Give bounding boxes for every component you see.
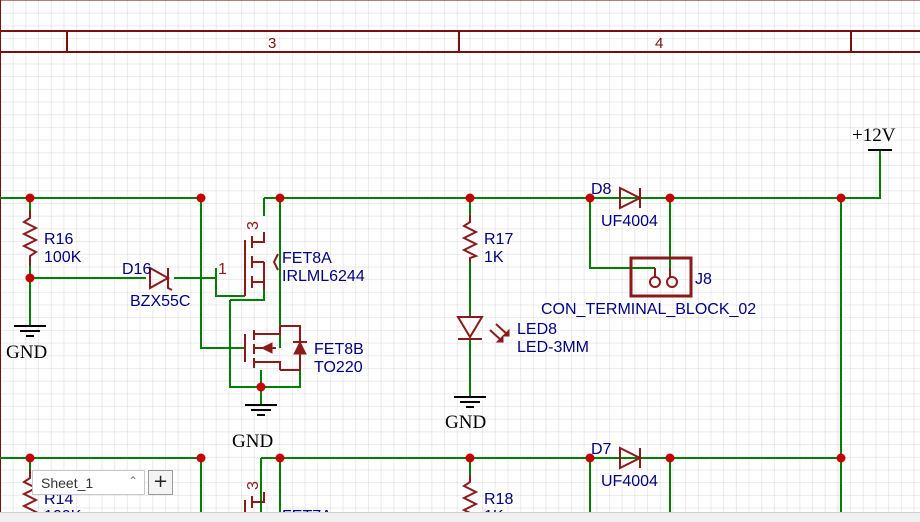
vcc-label: +12V — [852, 125, 896, 146]
r18-ref: R18 — [484, 491, 513, 508]
zone-label: 4 — [655, 35, 663, 52]
gnd-label: GND — [445, 412, 486, 433]
fet7a-pin-number: 3 — [245, 481, 262, 490]
r17-value: 1K — [484, 249, 504, 266]
wires — [0, 150, 881, 521]
led8-value: LED-3MM — [517, 339, 589, 356]
add-sheet-button[interactable]: + — [148, 470, 173, 495]
status-bar — [0, 512, 920, 522]
j8-ref: J8 — [695, 271, 712, 288]
fet8a-pin-number: 3 — [245, 221, 262, 230]
d8-value: UF4004 — [601, 213, 658, 230]
r16-value: 100K — [44, 249, 82, 266]
r16-ref: R16 — [44, 231, 73, 248]
junctions — [25, 193, 846, 463]
gnd-symbol — [245, 404, 277, 416]
gnd-label: GND — [6, 342, 47, 363]
diode-d7[interactable] — [619, 446, 643, 470]
d8-ref: D8 — [591, 181, 612, 198]
d7-ref: D7 — [591, 441, 612, 458]
d16-ref: D16 — [122, 261, 151, 278]
diode-d16[interactable] — [149, 266, 173, 291]
fet8b-ref: FET8B — [314, 341, 364, 358]
r17-ref: R17 — [484, 231, 513, 248]
diode-d8[interactable] — [619, 186, 643, 210]
r14-ref: R14 — [44, 491, 73, 508]
chevron-up-icon[interactable]: ⌃ — [127, 474, 138, 488]
d16-value: BZX55C — [130, 293, 190, 310]
sheet-tab-label: Sheet_1 — [41, 475, 94, 491]
led-led8[interactable] — [456, 316, 510, 343]
connector-j8[interactable] — [629, 256, 693, 298]
resistor-r16[interactable] — [21, 210, 39, 266]
gnd-symbol — [454, 396, 486, 408]
sheet-tab[interactable]: Sheet_1 ⌃ — [32, 470, 145, 495]
fet8a-value: IRLML6244 — [282, 268, 365, 285]
led8-ref: LED8 — [517, 321, 557, 338]
fet8a-ref: FET8A — [282, 250, 332, 267]
fet8a-pin-number: 1 — [218, 261, 227, 278]
j8-value: CON_TERMINAL_BLOCK_02 — [541, 301, 756, 318]
fet8b-value: TO220 — [314, 359, 363, 376]
zone-label: 3 — [268, 35, 276, 52]
gnd-symbol — [14, 325, 46, 337]
resistor-r17[interactable] — [461, 215, 479, 262]
mosfet-fet8a[interactable] — [244, 232, 279, 296]
gnd-label: GND — [232, 431, 273, 452]
d7-value: UF4004 — [601, 473, 658, 490]
mosfet-fet8b[interactable] — [244, 325, 307, 371]
